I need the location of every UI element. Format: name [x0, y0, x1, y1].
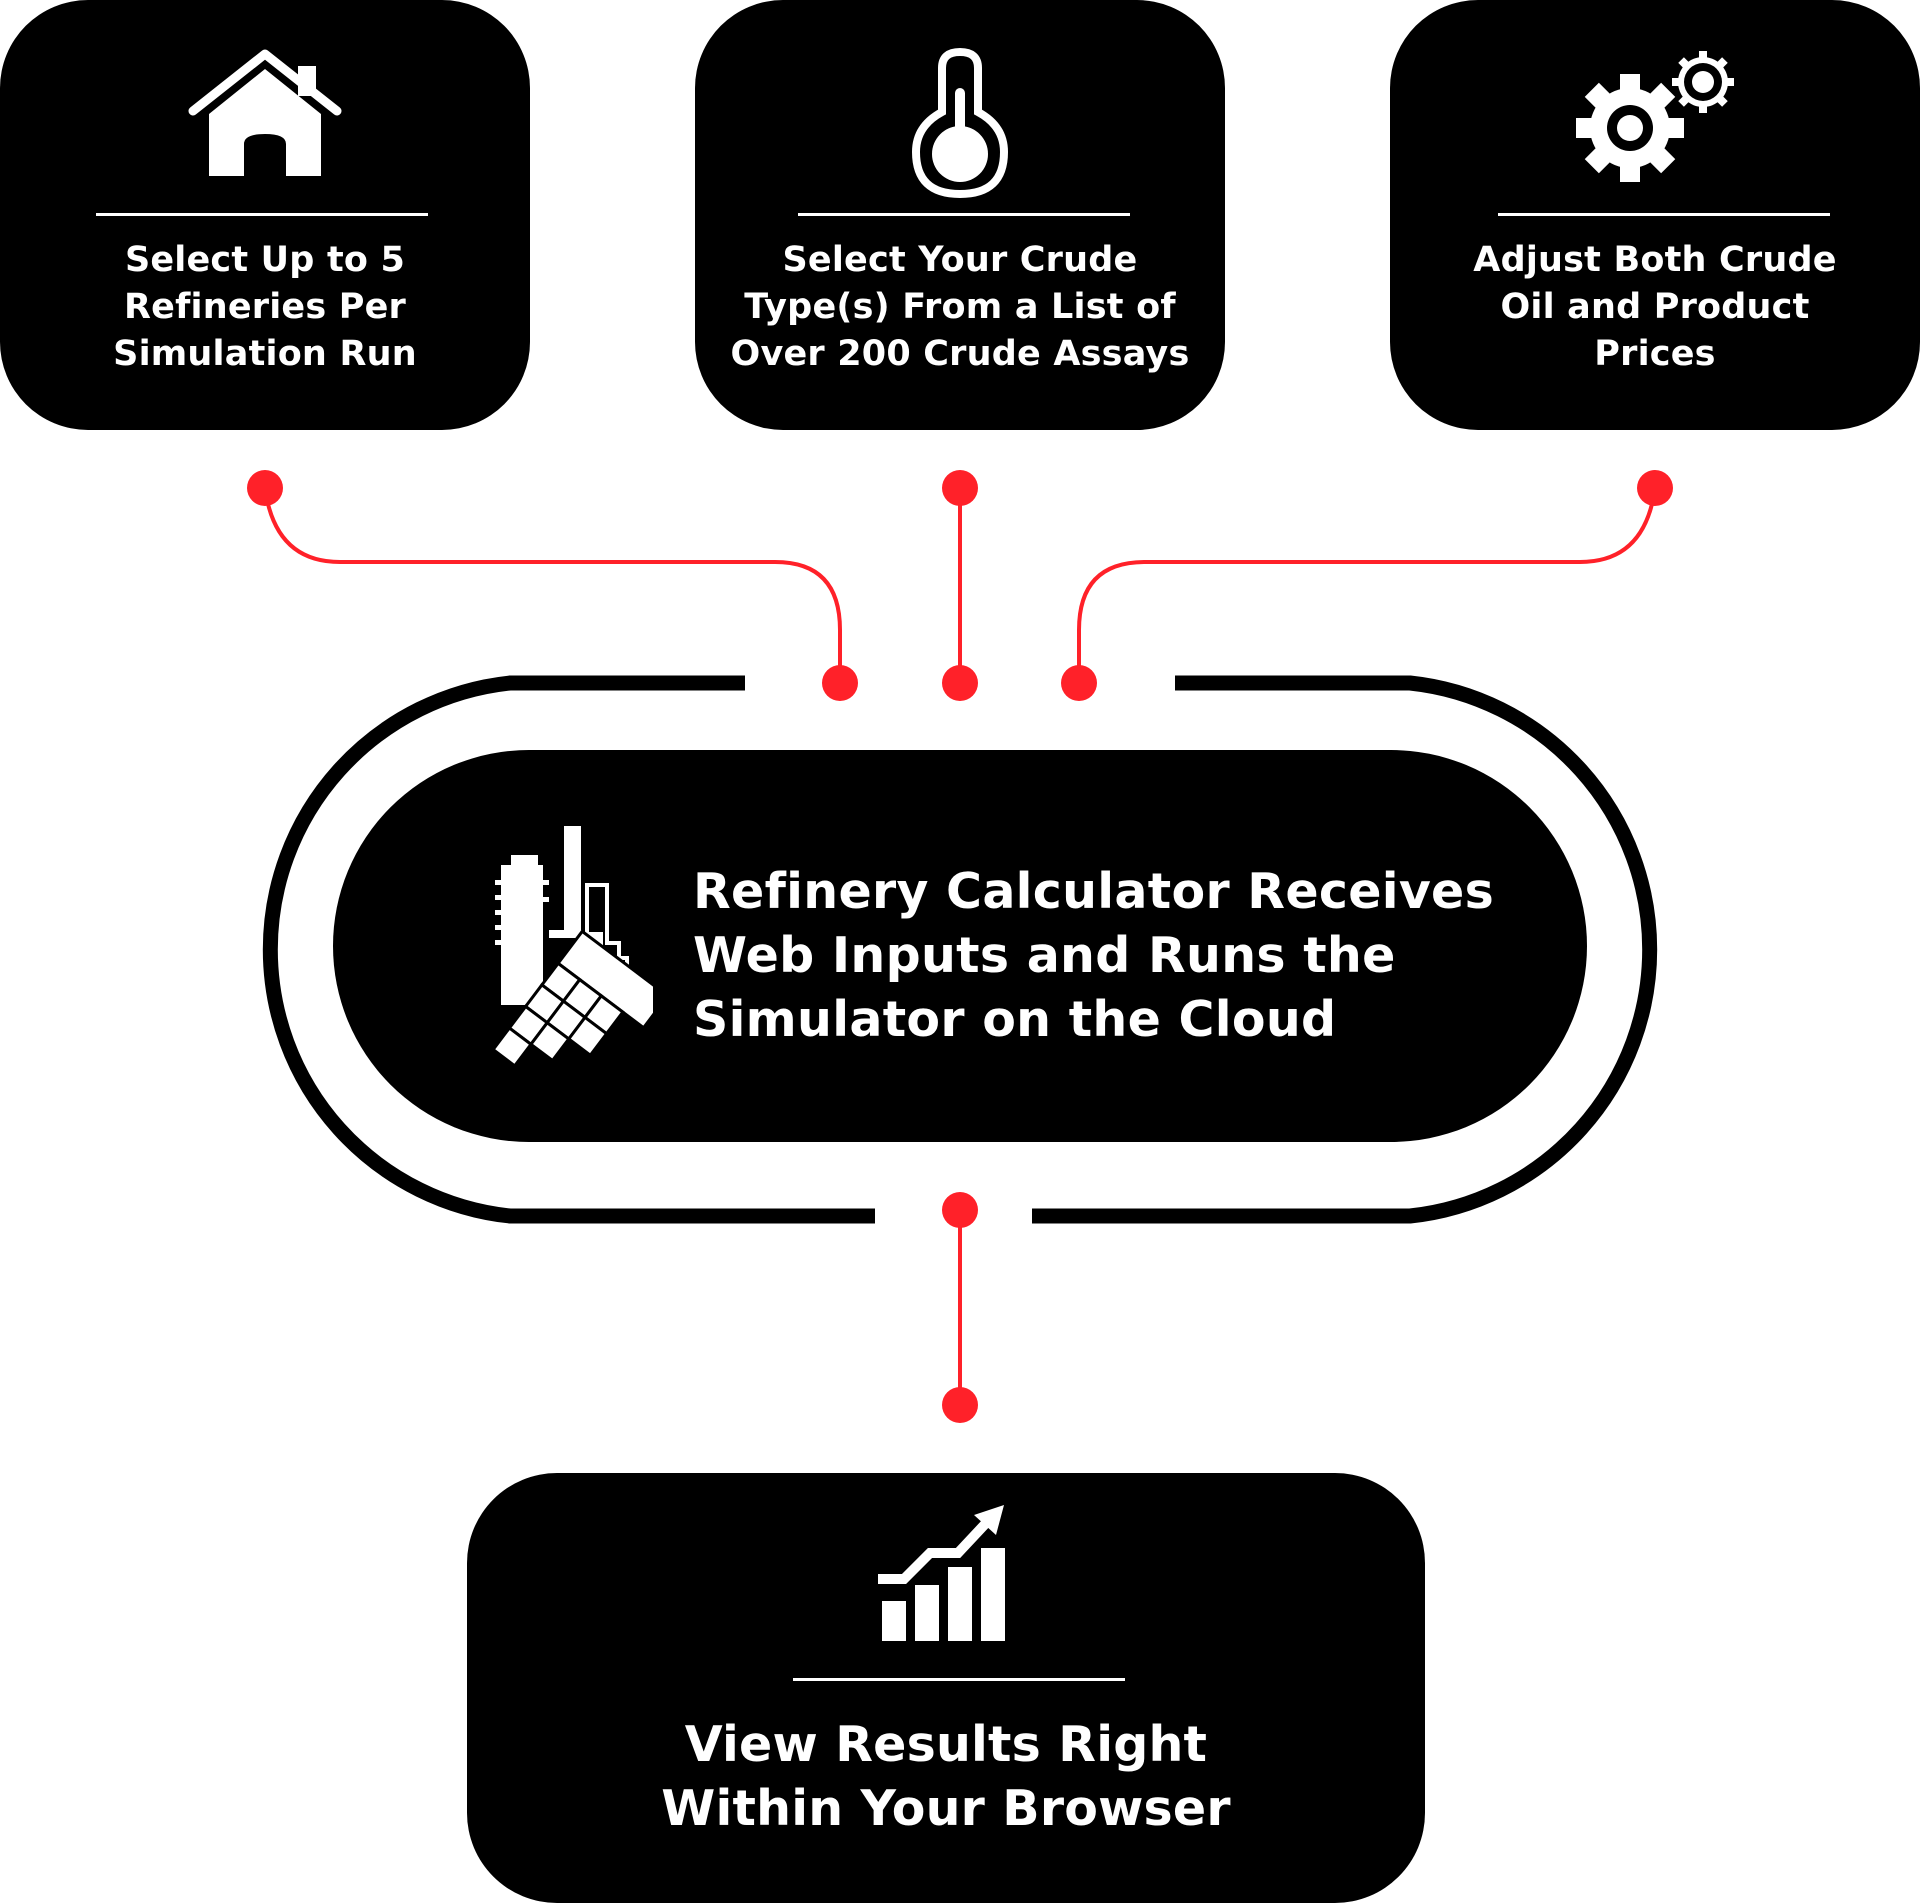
connector-line-step-3	[1077, 487, 1657, 683]
house-icon	[0, 48, 530, 178]
thermometer-icon	[695, 48, 1225, 198]
step-caption: Adjust Both Crude Oil and Product Prices	[1473, 240, 1837, 374]
gears-icon	[1390, 50, 1920, 185]
outer-track-right	[1032, 675, 1658, 1224]
connector-dot	[942, 1192, 978, 1228]
center-process-card: Refinery Calculator Receives Web Inputs …	[333, 750, 1587, 1142]
divider	[798, 213, 1130, 216]
connector-dot	[942, 665, 978, 701]
center-caption: Refinery Calculator Receives Web Inputs …	[693, 863, 1495, 1048]
step-card-select-crude: Select Your Crude Type(s) From a List of…	[695, 0, 1225, 430]
divider	[793, 1678, 1125, 1681]
connector-dot	[822, 665, 858, 701]
step-card-select-refineries: Select Up to 5 Refineries Per Simulation…	[0, 0, 530, 430]
connector-dot	[942, 470, 978, 506]
outer-track-top-left	[262, 675, 875, 1224]
connector-dot	[1061, 665, 1097, 701]
connector-dot	[247, 470, 283, 506]
divider	[96, 213, 428, 216]
connector-dot	[942, 1387, 978, 1423]
divider	[1498, 213, 1830, 216]
result-caption: View Results Right Within Your Browser	[661, 1716, 1231, 1837]
step-caption: Select Up to 5 Refineries Per Simulation…	[113, 240, 417, 374]
result-card-view-results: View Results Right Within Your Browser	[467, 1473, 1425, 1903]
step-card-adjust-prices: Adjust Both Crude Oil and Product Prices	[1390, 0, 1920, 430]
growth-chart-icon	[467, 1505, 1425, 1645]
refinery-calculator-icon	[483, 825, 670, 1079]
connector-line-step-1	[263, 487, 842, 683]
connector-dot	[1637, 470, 1673, 506]
step-caption: Select Your Crude Type(s) From a List of…	[730, 240, 1190, 374]
